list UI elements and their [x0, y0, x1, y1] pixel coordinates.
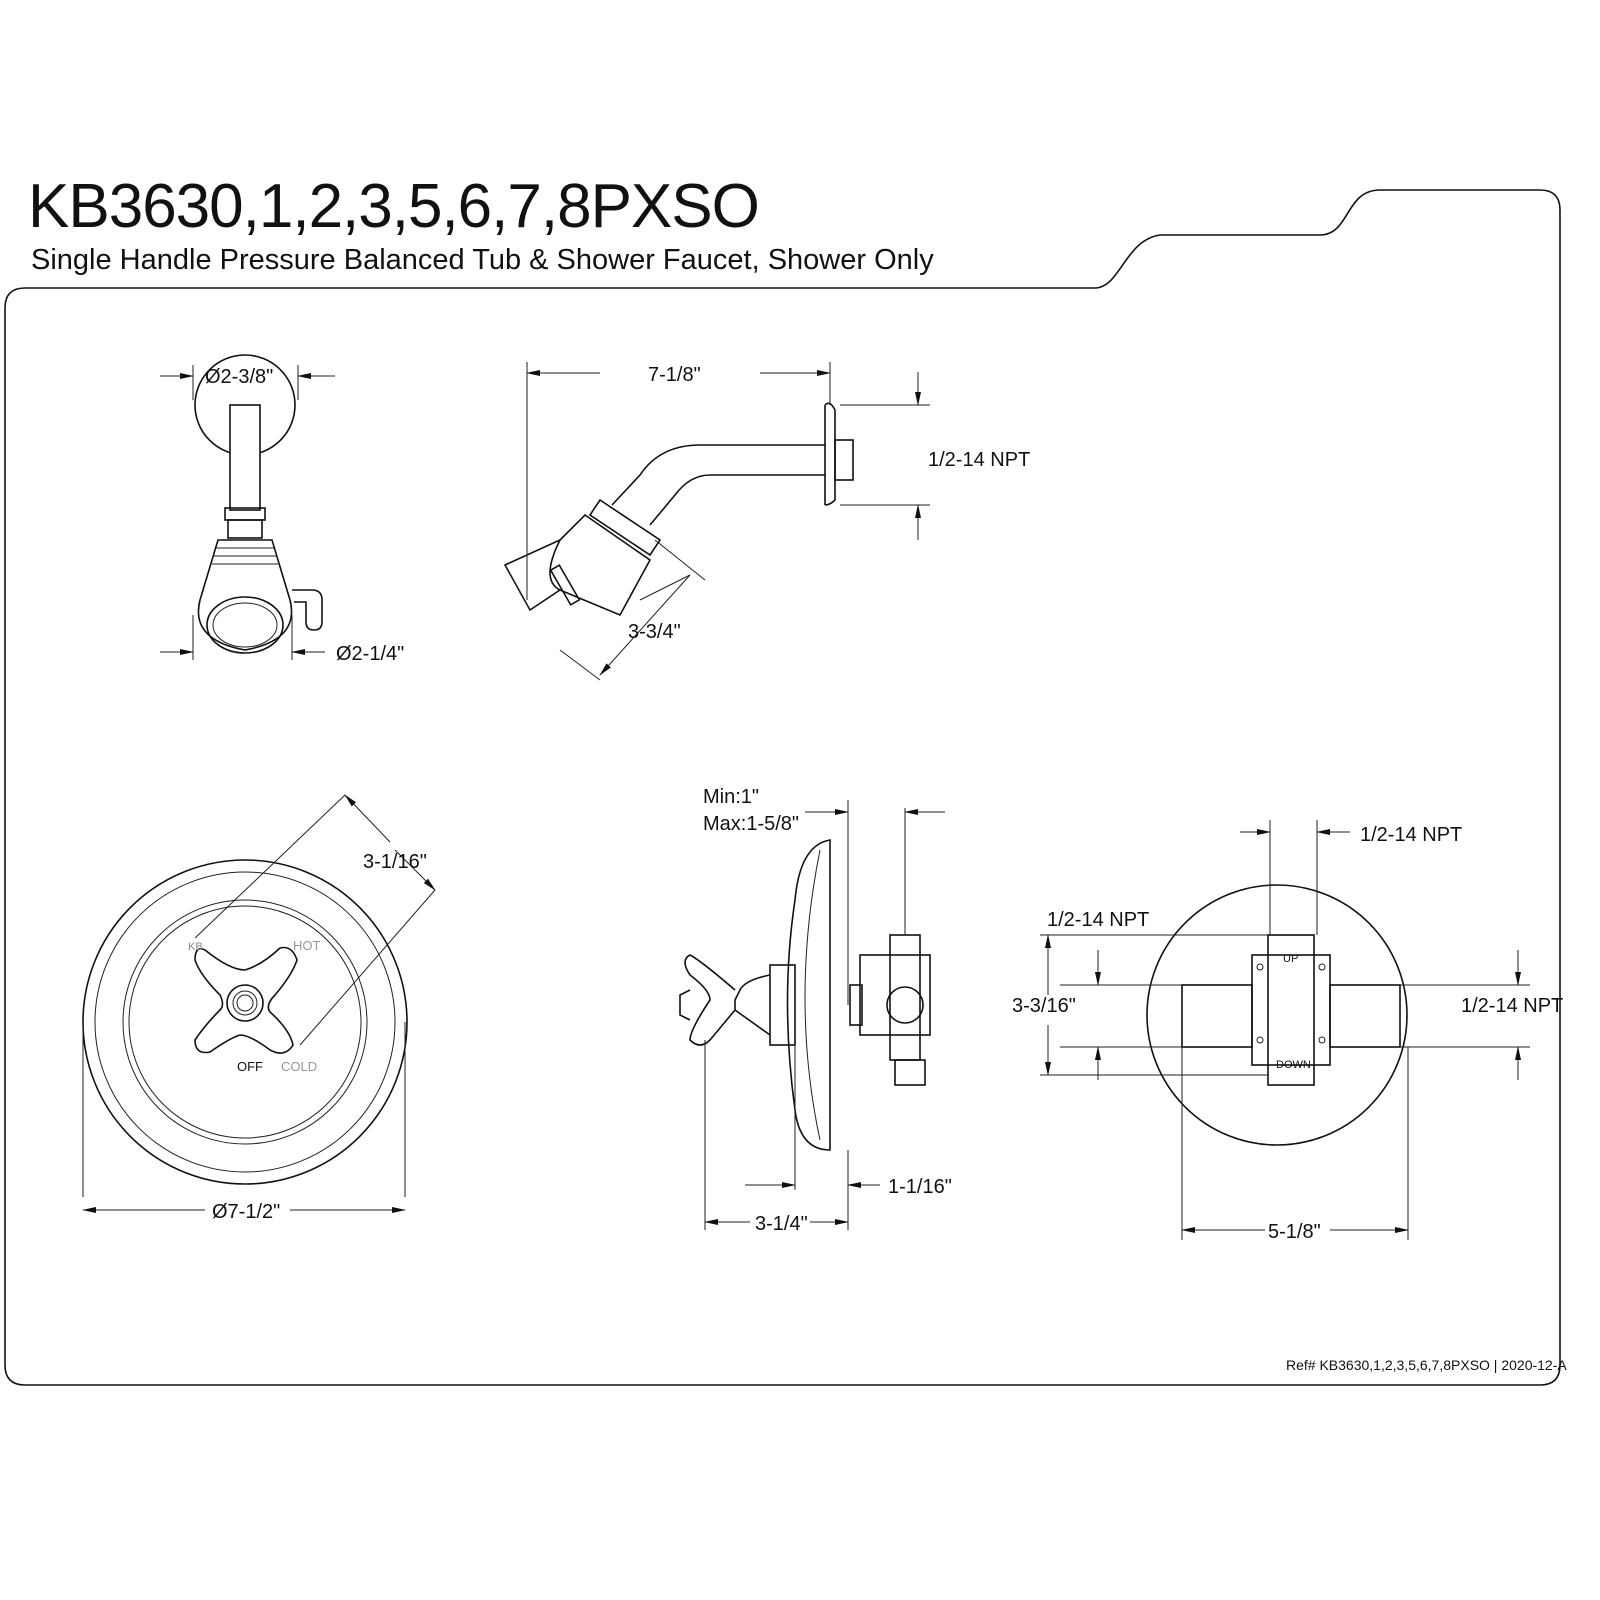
model-title: KB3630,1,2,3,5,6,7,8PXSO: [28, 172, 760, 241]
flange-diameter-dim: Ø2-3/8": [205, 366, 273, 388]
arm-length-dim: 7-1/8": [648, 364, 701, 386]
up-label: UP: [1283, 953, 1298, 965]
plate-offset-dim: 3-1/16": [363, 851, 427, 873]
plate-depth-dim: 1-1/16": [888, 1176, 952, 1198]
reference-footer: Ref# KB3630,1,2,3,5,6,7,8PXSO | 2020-12-…: [1286, 1357, 1567, 1373]
showerhead-side-view: [503, 402, 854, 617]
min-depth-label: Min:1": [703, 786, 759, 808]
hot-label: HOT: [293, 938, 321, 953]
showerhead-front-view: [194, 354, 323, 654]
rough-in-valve-view: [1146, 884, 1408, 1146]
model-description: Single Handle Pressure Balanced Tub & Sh…: [31, 244, 934, 276]
arm-thread-dim: 1/2-14 NPT: [928, 449, 1030, 471]
total-depth-dim: 3-1/4": [755, 1213, 808, 1235]
off-label: OFF: [237, 1059, 263, 1074]
rough-in-width-dim: 5-1/8": [1268, 1221, 1321, 1243]
max-depth-label: Max:1-5/8": [703, 813, 799, 835]
down-label: DOWN: [1276, 1059, 1311, 1071]
left-port-dim: 1/2-14 NPT: [1047, 909, 1149, 931]
cold-label: COLD: [281, 1059, 317, 1074]
head-diameter-dim: Ø2-1/4": [336, 643, 404, 665]
valve-side-view: [679, 839, 931, 1151]
rough-in-height-dim: 3-3/16": [1012, 995, 1076, 1017]
drawing-frame: [4, 189, 1561, 1386]
plate-diameter-dim: Ø7-1/2": [212, 1201, 280, 1223]
head-length-dim: 3-3/4": [628, 621, 681, 643]
brand-logo-text: KB: [188, 941, 203, 953]
top-port-dim: 1/2-14 NPT: [1360, 824, 1462, 846]
right-port-dim: 1/2-14 NPT: [1461, 995, 1563, 1017]
trim-plate-front-view: [82, 859, 408, 1185]
